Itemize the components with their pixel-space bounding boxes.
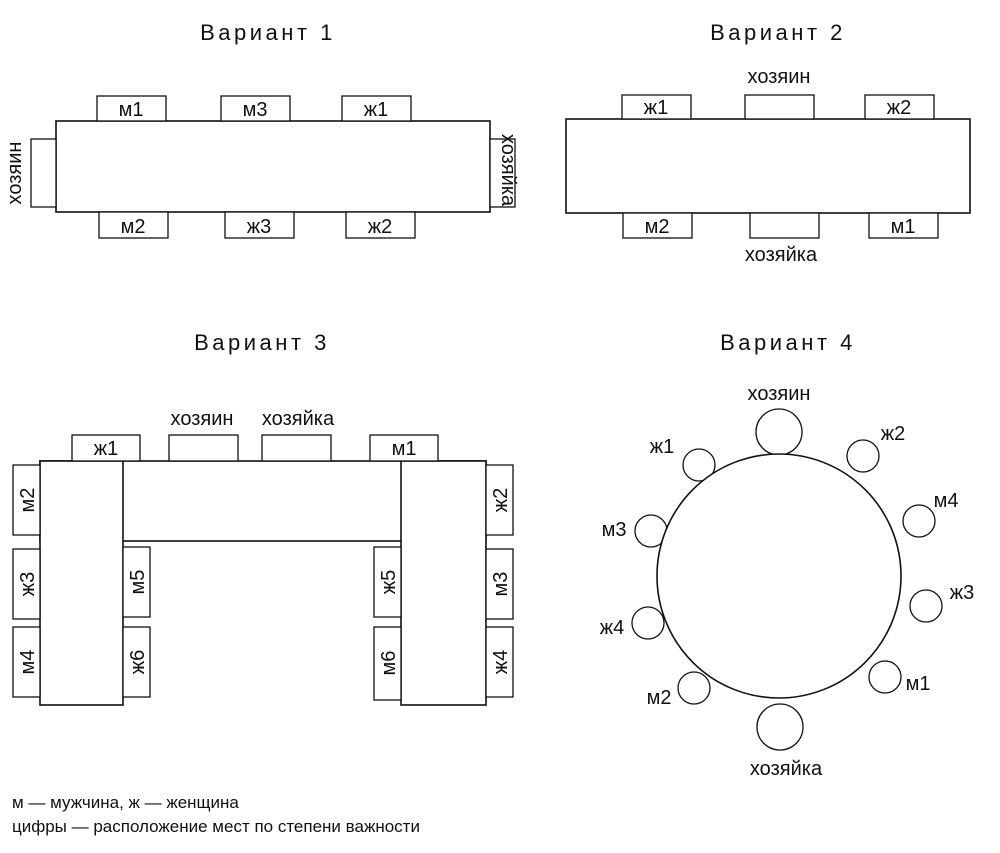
variant-3-left-outer-seat-2-label: ж3	[17, 572, 39, 597]
variant-3-hostess-seat	[261, 434, 332, 462]
variant-1-hostess-seat	[489, 138, 516, 208]
variant-1-seat-bottom-3	[345, 211, 416, 239]
variant-3-hostess-label: хозяйка	[262, 408, 335, 430]
variant-1-seat-bottom-1	[98, 211, 169, 239]
variant-4-seat-2-label: ж2	[881, 423, 906, 445]
variant-4-seat-6-label: ж3	[950, 582, 975, 604]
variant-2-title: Вариант 2	[710, 20, 846, 45]
variant-2-seat-top-1	[621, 94, 692, 120]
variant-4-seat-8-label: м1	[906, 673, 931, 695]
variant-2-seat-bottom-2	[868, 212, 939, 239]
variant-2-seat-top-2-label: ж2	[887, 97, 912, 119]
variant-3-seat-top-2	[369, 434, 439, 462]
variant-4-round-table	[656, 453, 902, 699]
variant-3-seat-top-1-label: ж1	[94, 438, 119, 460]
variant-2-hostess-seat	[749, 212, 820, 239]
variant-4-seat-1-label: ж1	[650, 436, 675, 458]
variant-2-host-seat	[744, 94, 815, 120]
variant-1: Вариант 1 м1 м3 ж1 м2 ж3 ж2 хозяин хозяй…	[4, 20, 519, 239]
variant-3-left-inner-seat-2-label: ж6	[127, 650, 149, 675]
variant-4-seat-7-label: м2	[647, 687, 672, 709]
variant-2-seat-bottom-1	[622, 212, 693, 239]
variant-4-seat-1	[682, 448, 716, 482]
variant-2-seat-top-2	[864, 94, 935, 120]
variant-4-seat-4-label: м4	[934, 490, 959, 512]
variant-1-seat-top-1	[96, 95, 167, 122]
variant-1-seat-top-3	[341, 95, 412, 122]
variant-3-title: Вариант 3	[194, 330, 330, 355]
variant-1-title: Вариант 1	[200, 20, 336, 45]
variant-3-left-outer-seat-1-label: м2	[17, 488, 39, 513]
variant-3-host-seat	[168, 434, 239, 462]
variant-4-seat-5-label: ж4	[600, 617, 625, 639]
variant-2-seat-top-1-label: ж1	[644, 97, 669, 119]
variant-1-seat-top-2	[220, 95, 291, 122]
variant-4-seat-5	[631, 606, 665, 640]
variant-3-left-outer-seat-2	[12, 548, 41, 620]
variant-4-title: Вариант 4	[720, 330, 856, 355]
variant-4-hostess-label: хозяйка	[750, 758, 823, 780]
variant-4-seat-8	[868, 660, 902, 694]
variant-3-left-outer-seat-1	[12, 464, 41, 536]
variant-4-host-label: хозяин	[748, 383, 811, 405]
variant-4-seat-6	[909, 589, 943, 623]
variant-3-right-outer-seat-3	[485, 626, 514, 698]
variant-3-right-inner-seat-2	[373, 626, 402, 701]
variant-3-right-outer-seat-1	[485, 464, 514, 536]
variant-3-right-outer-seat-1-label: ж2	[490, 488, 512, 513]
variant-4: Вариант 4 хозяин хозяйка ж1 ж2 м3 м4 ж4 …	[600, 330, 975, 780]
variant-2-seat-bottom-2-label: м1	[891, 216, 916, 238]
variant-4-host-seat	[755, 408, 803, 456]
variant-3-right-outer-seat-2	[485, 548, 514, 620]
variant-3-seat-top-1	[71, 434, 141, 462]
variant-3-seat-top-2-label: м1	[392, 438, 417, 460]
variant-3-left-outer-seat-3	[12, 626, 41, 698]
variant-1-seat-top-2-label: м3	[243, 99, 268, 121]
variant-2-seat-bottom-1-label: м2	[645, 216, 670, 238]
variant-1-seat-bottom-2	[224, 211, 295, 239]
variant-3-left-inner-seat-1	[122, 546, 151, 618]
variant-3-right-outer-seat-2-label: м3	[490, 572, 512, 597]
variant-2-table	[565, 118, 971, 214]
variant-3-left-leg	[39, 460, 124, 706]
variant-1-table	[55, 120, 491, 213]
variant-1-host-seat	[30, 138, 57, 208]
variant-1-seat-top-1-label: м1	[119, 99, 144, 121]
variant-1-seat-bottom-1-label: м2	[121, 216, 146, 238]
variant-3-left-inner-seat-2	[122, 626, 151, 698]
variant-4-seat-7	[677, 671, 711, 705]
variant-3-left-inner-seat-1-label: м5	[127, 570, 149, 595]
variant-3-host-label: хозяин	[171, 408, 234, 430]
variant-3: Вариант 3 ж1 хозяин хозяйка м1 м2 ж3 м4 …	[12, 330, 514, 706]
variant-4-seat-4	[902, 504, 936, 538]
variant-2-host-label: хозяин	[748, 66, 811, 88]
variant-3-right-inner-seat-1	[373, 546, 402, 618]
variant-2: Вариант 2 ж1 хозяин ж2 м2 хозяйка м1	[565, 20, 971, 266]
variant-3-right-inner-seat-1-label: ж5	[378, 570, 400, 595]
variant-1-seat-bottom-2-label: ж3	[247, 216, 272, 238]
variant-1-seat-top-3-label: ж1	[364, 99, 389, 121]
variant-3-right-inner-seat-2-label: м6	[378, 651, 400, 676]
variant-1-host-label: хозяин	[4, 142, 26, 205]
variant-1-seat-bottom-3-label: ж2	[368, 216, 393, 238]
variant-4-seat-2	[846, 439, 880, 473]
variant-3-left-outer-seat-3-label: м4	[17, 650, 39, 675]
legend-line-1: м — мужчина, ж — женщина	[12, 793, 239, 812]
variant-4-seat-3-label: м3	[602, 519, 627, 541]
legend-line-2: цифры — расположение мест по степени важ…	[12, 817, 420, 836]
variant-4-hostess-seat	[756, 703, 804, 751]
variant-3-right-leg	[400, 460, 487, 706]
variant-2-hostess-label: хозяйка	[745, 244, 818, 266]
variant-3-right-outer-seat-3-label: ж4	[490, 650, 512, 675]
variant-1-hostess-label: хозяйка	[497, 134, 519, 207]
